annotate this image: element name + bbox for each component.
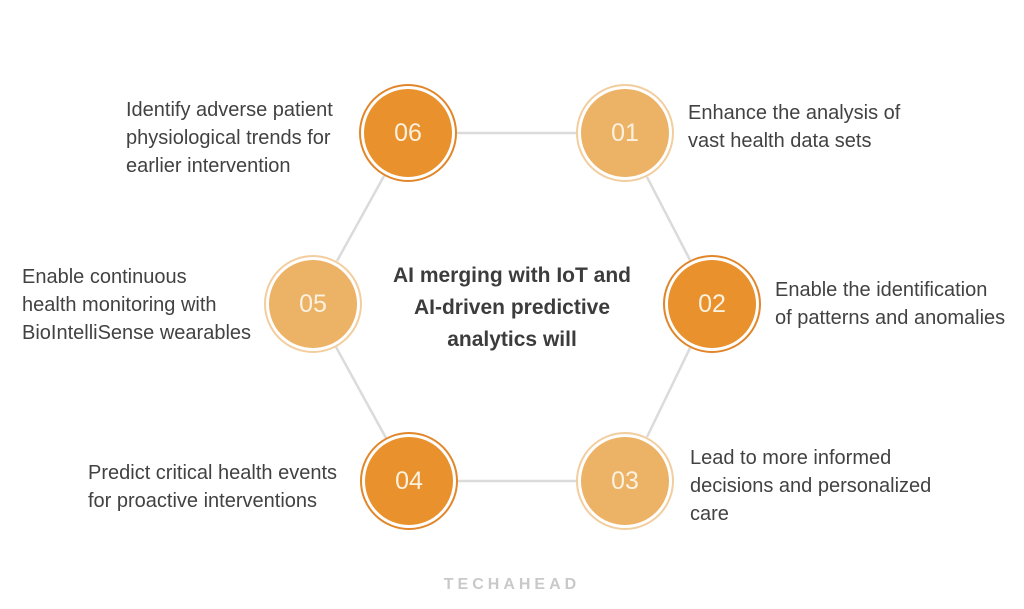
step-number-01: 01 (611, 118, 639, 147)
connector-line-05-06 (335, 175, 386, 262)
step-label-05: Enable continuous health monitoring with… (22, 266, 252, 344)
step-number-06: 06 (394, 118, 422, 147)
step-number-02: 02 (698, 289, 726, 318)
step-number-04: 04 (395, 466, 423, 495)
connector-line-02-03 (645, 347, 692, 438)
step-number-05: 05 (299, 289, 327, 318)
step-circle-03: 03 (576, 432, 674, 530)
step-label-06: Identify adverse patient physiological t… (126, 99, 333, 177)
step-circle-01-fill: 01 (581, 89, 669, 177)
step-circle-01: 01 (576, 84, 674, 182)
step-circle-04: 04 (360, 432, 458, 530)
connector-line-01-02 (645, 176, 692, 261)
step-circle-02-fill: 02 (668, 260, 756, 348)
step-circle-03-fill: 03 (581, 437, 669, 525)
step-circle-02: 02 (663, 255, 761, 353)
step-circle-05: 05 (264, 255, 362, 353)
step-number-03: 03 (611, 466, 639, 495)
connector-line-04-05 (334, 346, 388, 439)
step-circle-04-fill: 04 (365, 437, 453, 525)
step-circle-06-fill: 06 (364, 89, 452, 177)
techahead-logo: TECHAHEAD (443, 576, 581, 593)
step-label-02: Enable the identification of patterns an… (775, 279, 1006, 329)
step-circle-05-fill: 05 (269, 260, 357, 348)
step-label-03: Lead to more informed decisions and pers… (690, 447, 932, 525)
step-label-04: Predict critical health events for proac… (88, 462, 338, 512)
step-label-01: Enhance the analysis of vast health data… (688, 102, 901, 152)
center-title: AI merging with IoT and AI-driven predic… (393, 264, 631, 351)
step-circle-06: 06 (359, 84, 457, 182)
